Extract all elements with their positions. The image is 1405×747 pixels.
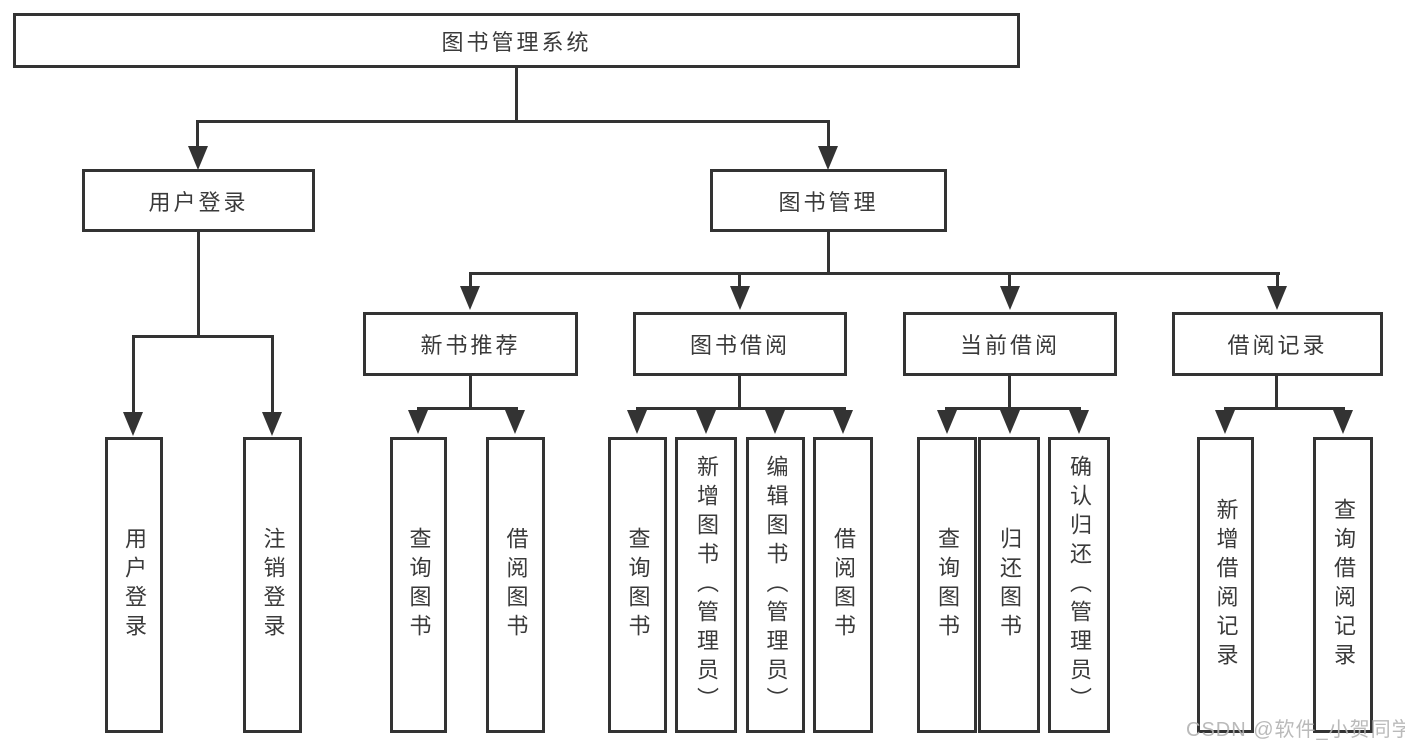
connector-vline xyxy=(132,335,135,412)
node-new-book-recommend: 新书推荐 xyxy=(363,312,578,376)
connector-vline xyxy=(515,68,518,120)
arrow-down-icon xyxy=(505,410,525,434)
connector-vline xyxy=(197,232,200,338)
leaf-user-login: 用户登录 xyxy=(105,437,163,733)
leaf-borrow-book: 借阅图书 xyxy=(486,437,545,733)
connector-vline xyxy=(1275,376,1278,410)
leaf-confirm-return-admin: 确认归还（管理员） xyxy=(1048,437,1110,733)
leaf-borrow-book-label: 借阅图书 xyxy=(831,527,856,643)
leaf-add-borrow-record-label: 新增借阅记录 xyxy=(1213,498,1239,672)
node-book-borrow-label: 图书借阅 xyxy=(689,333,790,358)
arrow-down-icon xyxy=(1069,410,1089,434)
leaf-query-borrow-record-label: 查询借阅记录 xyxy=(1331,498,1356,672)
connector-vline xyxy=(469,272,472,288)
node-root: 图书管理系统 xyxy=(13,13,1020,68)
connector-hline xyxy=(417,407,518,410)
node-user-login: 用户登录 xyxy=(82,169,315,232)
arrow-down-icon xyxy=(696,410,716,434)
leaf-logout-label: 注销登录 xyxy=(260,527,286,643)
watermark: CSDN @软件_小贺同学 xyxy=(1186,719,1405,741)
arrow-down-icon xyxy=(937,410,957,434)
connector-hline xyxy=(1224,407,1345,410)
node-book-management-label: 图书管理 xyxy=(778,189,879,215)
arrow-down-icon xyxy=(730,286,750,310)
node-current-borrow: 当前借阅 xyxy=(903,312,1117,376)
leaf-confirm-return-admin-label: 确认归还（管理员） xyxy=(1067,454,1092,716)
connector-vline xyxy=(469,376,472,410)
leaf-return-book-label: 归还图书 xyxy=(997,527,1022,643)
connector-vline xyxy=(738,376,741,410)
connector-vline xyxy=(196,120,199,148)
connector-vline xyxy=(271,335,274,412)
leaf-query-borrow-record: 查询借阅记录 xyxy=(1313,437,1373,733)
connector-hline xyxy=(469,272,1280,275)
leaf-query-book: 查询图书 xyxy=(390,437,447,733)
arrow-down-icon xyxy=(1000,410,1020,434)
connector-hline xyxy=(945,407,1081,410)
leaf-return-book: 归还图书 xyxy=(978,437,1040,733)
node-new-book-recommend-label: 新书推荐 xyxy=(420,333,521,358)
leaf-logout: 注销登录 xyxy=(243,437,302,733)
arrow-down-icon xyxy=(1267,286,1287,310)
leaf-add-book-admin: 新增图书（管理员） xyxy=(675,437,737,733)
leaf-borrow-book: 借阅图书 xyxy=(813,437,873,733)
arrow-down-icon xyxy=(833,410,853,434)
leaf-add-book-admin-label: 新增图书（管理员） xyxy=(694,454,719,716)
node-borrow-record: 借阅记录 xyxy=(1172,312,1383,376)
connector-hline xyxy=(196,120,830,123)
node-user-login-label: 用户登录 xyxy=(148,189,249,215)
connector-vline xyxy=(827,120,830,148)
leaf-query-book-label: 查询图书 xyxy=(406,527,432,643)
arrow-down-icon xyxy=(818,146,838,170)
connector-hline xyxy=(132,335,274,338)
node-borrow-record-label: 借阅记录 xyxy=(1227,333,1328,358)
arrow-down-icon xyxy=(1000,286,1020,310)
leaf-query-book: 查询图书 xyxy=(917,437,977,733)
arrow-down-icon xyxy=(460,286,480,310)
node-book-borrow: 图书借阅 xyxy=(633,312,847,376)
leaf-user-login-label: 用户登录 xyxy=(122,527,147,643)
leaf-edit-book-admin-label: 编辑图书（管理员） xyxy=(763,454,789,716)
arrow-down-icon xyxy=(123,412,143,436)
arrow-down-icon xyxy=(627,410,647,434)
leaf-edit-book-admin: 编辑图书（管理员） xyxy=(746,437,805,733)
connector-vline xyxy=(738,272,741,288)
connector-vline xyxy=(827,232,830,275)
arrow-down-icon xyxy=(1333,410,1353,434)
node-root-label: 图书管理系统 xyxy=(441,29,592,55)
arrow-down-icon xyxy=(1215,410,1235,434)
arrow-down-icon xyxy=(408,410,428,434)
connector-vline xyxy=(1008,272,1011,288)
leaf-query-book-label: 查询图书 xyxy=(625,527,651,643)
arrow-down-icon xyxy=(765,410,785,434)
arrow-down-icon xyxy=(262,412,282,436)
node-book-management: 图书管理 xyxy=(710,169,947,232)
connector-hline xyxy=(636,407,846,410)
leaf-query-book: 查询图书 xyxy=(608,437,667,733)
leaf-add-borrow-record: 新增借阅记录 xyxy=(1197,437,1254,733)
leaf-query-book-label: 查询图书 xyxy=(935,527,960,643)
node-current-borrow-label: 当前借阅 xyxy=(959,333,1060,358)
arrow-down-icon xyxy=(188,146,208,170)
leaf-borrow-book-label: 借阅图书 xyxy=(503,527,529,643)
connector-vline xyxy=(1008,376,1011,410)
connector-vline xyxy=(1276,272,1279,288)
